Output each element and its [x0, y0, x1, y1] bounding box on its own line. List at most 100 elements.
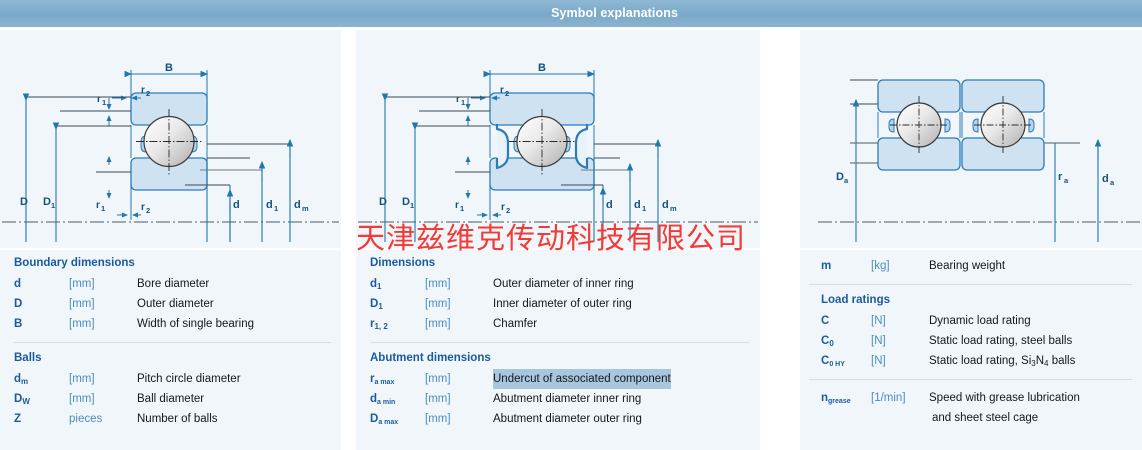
- legend-description: Static load rating, Si3N4 balls: [929, 355, 1076, 368]
- legend-symbol: DW: [14, 393, 30, 406]
- legend-unit: [N]: [871, 335, 886, 347]
- legend-symbol: m: [821, 260, 832, 272]
- legend-description: Number of balls: [137, 413, 218, 425]
- legend-description: Width of single bearing: [137, 318, 254, 330]
- legend-symbol: C: [821, 315, 830, 327]
- svg-text:d: d: [233, 199, 240, 211]
- legend-description: Speed with grease lubrication: [929, 392, 1080, 404]
- legend-unit: [mm]: [425, 373, 451, 385]
- svg-text:D: D: [379, 196, 387, 208]
- svg-text:D: D: [20, 196, 28, 208]
- svg-text:a: a: [1064, 176, 1069, 185]
- divider: [370, 342, 750, 343]
- legend-heading: Load ratings: [821, 294, 891, 306]
- header-bar: Symbol explanations: [0, 0, 1142, 27]
- legend-description-selected[interactable]: Undercut of associated component: [493, 369, 671, 389]
- legend-symbol: ngrease: [821, 392, 851, 405]
- svg-text:1: 1: [642, 204, 646, 213]
- svg-text:r: r: [97, 94, 101, 105]
- legend-unit: [mm]: [69, 298, 95, 310]
- svg-text:r: r: [96, 200, 100, 211]
- legend-description: Abutment diameter outer ring: [493, 413, 642, 425]
- legend-row: dm [mm] Pitch circle diameter: [14, 369, 331, 389]
- legend-symbol: D1: [370, 298, 383, 311]
- svg-text:2: 2: [505, 89, 509, 98]
- legend-symbol: B: [14, 318, 23, 330]
- legend-unit: [mm]: [425, 278, 451, 290]
- svg-text:m: m: [670, 204, 677, 213]
- svg-text:r: r: [1058, 171, 1063, 183]
- svg-text:m: m: [302, 204, 309, 213]
- legend-unit: [mm]: [69, 278, 95, 290]
- legend-symbol: d: [14, 278, 22, 290]
- svg-text:2: 2: [506, 206, 510, 215]
- legend-row: D1 [mm] Inner diameter of outer ring: [370, 294, 750, 314]
- legend-row: ra max [mm] Undercut of associated compo…: [370, 369, 750, 389]
- svg-text:1: 1: [410, 201, 414, 210]
- legend-description: Ball diameter: [137, 393, 205, 405]
- legend-row: ngrease [1/min] Speed with grease lubric…: [809, 388, 1132, 408]
- legend-description: Outer diameter: [137, 298, 214, 310]
- svg-text:d: d: [294, 199, 301, 211]
- legend-row: d [mm] Bore diameter: [14, 274, 331, 294]
- svg-text:d: d: [662, 199, 669, 211]
- legend-description-continued: and sheet steel cage: [932, 412, 1039, 424]
- legend-description: Abutment diameter inner ring: [493, 393, 642, 405]
- legend-description: Bearing weight: [929, 260, 1006, 272]
- svg-text:r: r: [500, 85, 504, 96]
- legend-symbol: C0 HY: [821, 355, 845, 368]
- svg-text:2: 2: [146, 206, 150, 215]
- legend-unit: pieces: [69, 413, 103, 425]
- legend-description: Outer diameter of inner ring: [493, 278, 634, 290]
- legend-symbol: ra max: [370, 373, 395, 386]
- diagram-sealed-bearing: B r 2 r 1 D D 1 r 1 r 2 d d 1 d m: [356, 30, 760, 248]
- svg-text:2: 2: [146, 89, 150, 98]
- svg-text:r: r: [501, 202, 505, 213]
- svg-text:1: 1: [102, 98, 106, 107]
- legend-description: Inner diameter of outer ring: [493, 298, 632, 310]
- legend-unit: [mm]: [69, 393, 95, 405]
- legend-unit: [mm]: [425, 298, 451, 310]
- svg-text:a: a: [1110, 178, 1115, 187]
- legend-description: Dynamic load rating: [929, 315, 1031, 327]
- legend-row: Da max [mm] Abutment diameter outer ring: [370, 409, 750, 429]
- svg-text:D: D: [43, 196, 51, 208]
- legend-unit: [mm]: [69, 373, 95, 385]
- legend-symbol: r1, 2: [370, 318, 388, 331]
- legend-symbol: da min: [370, 393, 396, 406]
- svg-text:d: d: [606, 199, 613, 211]
- svg-text:B: B: [165, 62, 173, 74]
- svg-text:d: d: [1102, 173, 1109, 185]
- legend-unit: [mm]: [69, 318, 95, 330]
- svg-text:1: 1: [461, 98, 465, 107]
- svg-text:r: r: [456, 94, 460, 105]
- legend-row: r1, 2 [mm] Chamfer: [370, 314, 750, 334]
- legend-row: C0 HY [N] Static load rating, Si3N4 ball…: [809, 351, 1132, 371]
- legend-description: Chamfer: [493, 318, 538, 330]
- svg-text:D: D: [402, 196, 410, 208]
- svg-text:D: D: [836, 171, 844, 183]
- legend-column-left: Boundary dimensions d [mm] Bore diameter…: [0, 250, 341, 450]
- legend-unit: [mm]: [425, 393, 451, 405]
- diagram-single-row-open-bearing: B r 2 r 1 D D 1 r 1 r 2 d d 1 d m: [0, 30, 341, 248]
- legend-unit: [N]: [871, 315, 886, 327]
- svg-text:1: 1: [274, 204, 278, 213]
- svg-text:1: 1: [460, 204, 464, 213]
- legend-heading: Dimensions: [370, 257, 436, 269]
- legend-symbol: dm: [14, 373, 29, 386]
- svg-text:d: d: [634, 199, 641, 211]
- legend-unit: [mm]: [425, 318, 451, 330]
- legend-row: C [N] Dynamic load rating: [809, 311, 1132, 331]
- legend-symbol: Z: [14, 413, 22, 425]
- svg-text:1: 1: [101, 204, 105, 213]
- svg-text:a: a: [844, 176, 849, 185]
- svg-text:r: r: [455, 200, 459, 211]
- legend-symbol: C0: [821, 335, 834, 348]
- legend-unit: [1/min]: [871, 392, 906, 404]
- legend-row: m [kg] Bearing weight: [809, 256, 1132, 276]
- legend-column-right: m [kg] Bearing weight Load ratings C [N]…: [800, 250, 1142, 450]
- legend-row: d1 [mm] Outer diameter of inner ring: [370, 274, 750, 294]
- legend-heading: Balls: [14, 352, 42, 364]
- legend-symbol: d1: [370, 278, 382, 291]
- svg-text:d: d: [266, 199, 273, 211]
